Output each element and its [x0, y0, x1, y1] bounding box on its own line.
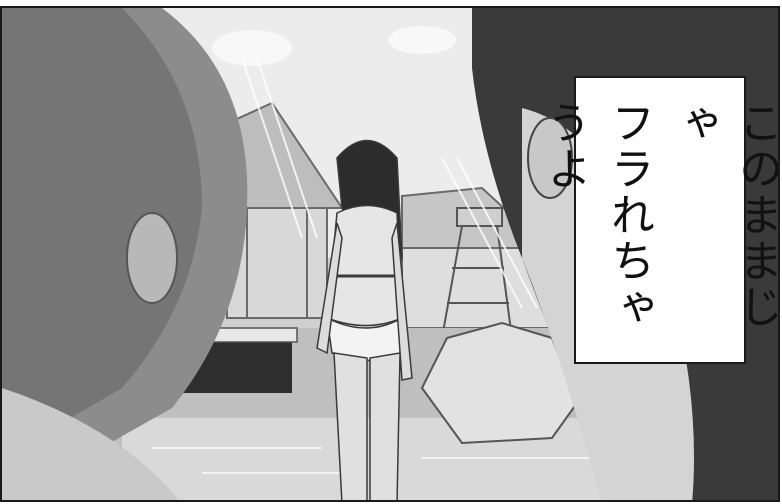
manga-panel: このままじゃ フラれちゃうよ	[0, 6, 780, 502]
speech-line-1: このままじゃ	[667, 100, 780, 330]
light-rays	[241, 57, 538, 309]
speech-line-2: フラれちゃうよ	[539, 100, 654, 330]
water-lines	[152, 447, 602, 474]
foreground-boy-left	[2, 8, 248, 500]
speech-text: このままじゃ フラれちゃうよ	[532, 100, 780, 362]
cloud	[388, 26, 456, 54]
speech-box: このままじゃ フラれちゃうよ	[539, 76, 778, 364]
cloud	[212, 30, 292, 66]
girl-figure	[316, 139, 413, 500]
